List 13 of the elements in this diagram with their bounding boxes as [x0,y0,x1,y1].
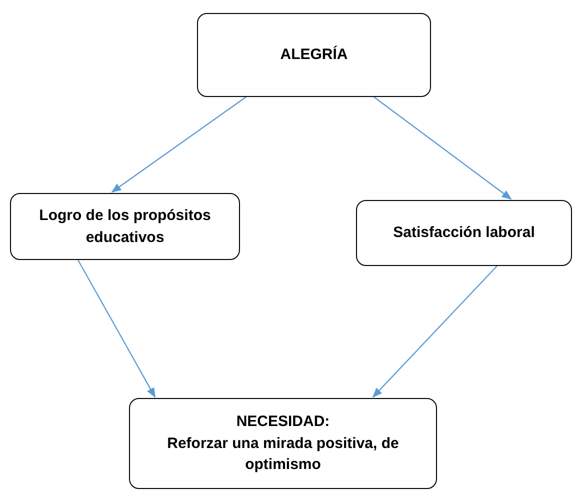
node-label: ALEGRÍA [280,44,348,66]
arrow [77,260,156,398]
node-text: Reforzar una mirada positiva, de optimismo [166,434,400,476]
arrow [372,266,498,398]
result-box [129,398,437,489]
arrow [111,96,246,193]
title-box [197,13,431,97]
arrow [374,96,512,200]
node-label: Logro de los propósitos educativos [38,206,212,248]
process-box [10,193,240,260]
node-label: NECESIDAD: [236,412,330,432]
node-label: Satisfacción laboral [393,223,535,244]
process-box [356,200,572,266]
